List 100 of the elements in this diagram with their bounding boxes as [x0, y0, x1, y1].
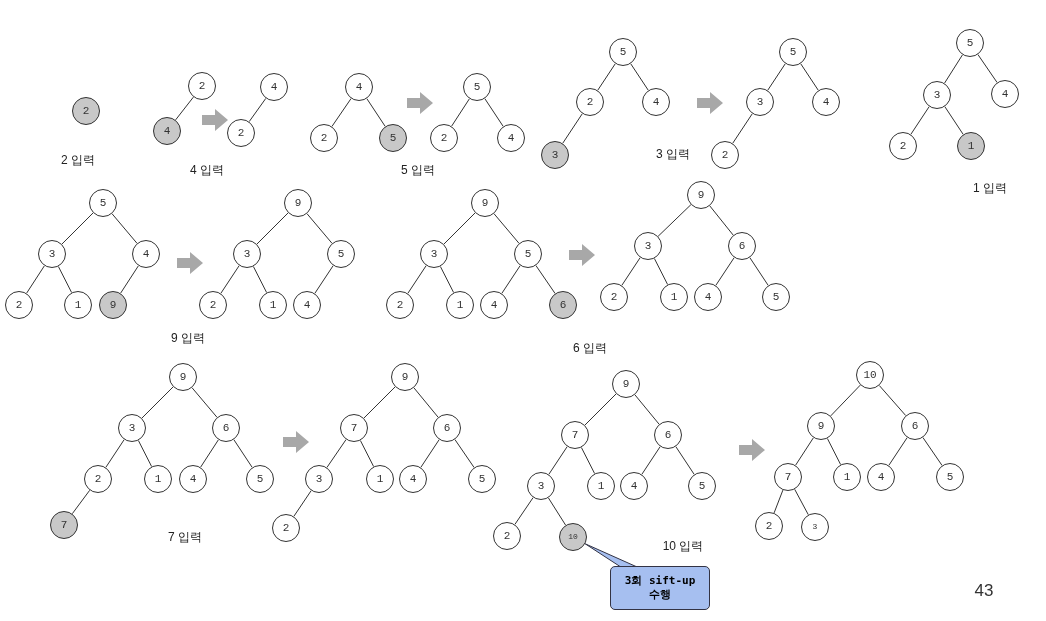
tree-node: 10: [559, 523, 587, 551]
block-arrow: [569, 244, 595, 266]
tree-node: 4: [620, 472, 648, 500]
tree-node: 5: [762, 283, 790, 311]
tree-edge: [359, 440, 375, 467]
heap-tree: [153, 72, 216, 145]
tree-node: 9: [687, 181, 715, 209]
tree-node: 4: [694, 283, 722, 311]
tree-node: 7: [340, 414, 368, 442]
tree-node: 6: [549, 291, 577, 319]
heap-tree: [711, 38, 840, 169]
tree-node: 3: [233, 240, 261, 268]
tree-node: 3: [38, 240, 66, 268]
tree-edge: [220, 265, 240, 294]
tree-node: 1: [366, 465, 394, 493]
tree-node: 9: [169, 363, 197, 391]
tree-node: 2: [188, 72, 216, 100]
block-arrow: [697, 92, 723, 114]
step-caption: 6 입력: [573, 339, 607, 357]
tree-node: 6: [212, 414, 240, 442]
tree-node: 10: [856, 361, 884, 389]
block-arrow: [283, 431, 309, 453]
tree-node: 5: [468, 465, 496, 493]
tree-node: 3: [420, 240, 448, 268]
tree-edge: [584, 393, 617, 426]
tree-edge: [597, 63, 616, 91]
tree-edge: [794, 488, 809, 516]
tree-node: 2: [272, 514, 300, 542]
step-caption: 4 입력: [190, 161, 224, 179]
block-arrow: [177, 252, 203, 274]
tree-node: 4: [497, 124, 525, 152]
tree-node: 7: [561, 421, 589, 449]
tree-edge: [26, 265, 45, 294]
tree-node: 2: [711, 141, 739, 169]
tree-node: 2: [430, 124, 458, 152]
tree-node: 4: [867, 463, 895, 491]
tree-node: 1: [144, 465, 172, 493]
tree-node: 5: [89, 189, 117, 217]
tree-node: 6: [901, 412, 929, 440]
tree-node: 4: [179, 465, 207, 493]
tree-node: 2: [72, 97, 100, 125]
tree-node: 6: [654, 421, 682, 449]
block-arrow: [739, 439, 765, 461]
heap-tree: [386, 189, 577, 319]
tree-node: 7: [50, 511, 78, 539]
tree-edge: [580, 447, 596, 474]
tree-edge: [826, 438, 842, 465]
tree-node: 2: [600, 283, 628, 311]
page-number: 43: [974, 581, 994, 601]
tree-edge: [326, 439, 347, 468]
tree-node: 5: [327, 240, 355, 268]
tree-edge: [366, 98, 386, 127]
block-arrow: [202, 109, 228, 131]
tree-node: 1: [259, 291, 287, 319]
tree-node: 9: [391, 363, 419, 391]
tree-edge: [293, 490, 312, 517]
tree-node: 1: [833, 463, 861, 491]
tree-node: 1: [587, 472, 615, 500]
tree-edge: [944, 106, 964, 135]
tree-edge: [484, 98, 504, 127]
tree-edge: [111, 213, 138, 244]
tree-edge: [420, 439, 440, 468]
tree-node: 4: [642, 88, 670, 116]
tree-node: 2: [493, 522, 521, 550]
tree-edge: [61, 212, 94, 245]
heap-tree: [430, 73, 525, 152]
tree-edge: [439, 266, 455, 293]
tree-node: 2: [386, 291, 414, 319]
tree-node: 2: [576, 88, 604, 116]
heap-tree: [199, 189, 355, 319]
tree-node: 6: [433, 414, 461, 442]
tree-node: 1: [957, 132, 985, 160]
tree-node: 5: [609, 38, 637, 66]
tree-node: 3: [541, 141, 569, 169]
tree-edge: [548, 446, 568, 475]
tree-node: 9: [807, 412, 835, 440]
tree-node: 2: [889, 132, 917, 160]
tree-edge: [252, 266, 268, 293]
tree-edge: [493, 213, 520, 244]
tree-edge: [715, 257, 735, 286]
tree-edge: [451, 98, 470, 127]
tree-edge: [57, 266, 73, 293]
tree-edge: [767, 63, 786, 91]
tree-edge: [634, 394, 660, 425]
tree-edge: [535, 265, 556, 294]
tree-edge: [944, 54, 963, 84]
tree-edge: [514, 497, 534, 525]
step-caption: 10 입력: [662, 537, 704, 555]
tree-edge: [795, 437, 814, 466]
tree-edge: [200, 439, 219, 468]
tree-edge: [922, 437, 943, 466]
tree-edge: [773, 489, 784, 514]
tree-node: 3: [634, 232, 662, 260]
tree-edge: [657, 204, 692, 237]
tree-edge: [709, 205, 734, 236]
step-caption: 3 입력: [656, 145, 690, 163]
tree-node: 5: [463, 73, 491, 101]
tree-node: 2: [84, 465, 112, 493]
tree-node: 4: [293, 291, 321, 319]
tree-edge: [547, 497, 567, 526]
